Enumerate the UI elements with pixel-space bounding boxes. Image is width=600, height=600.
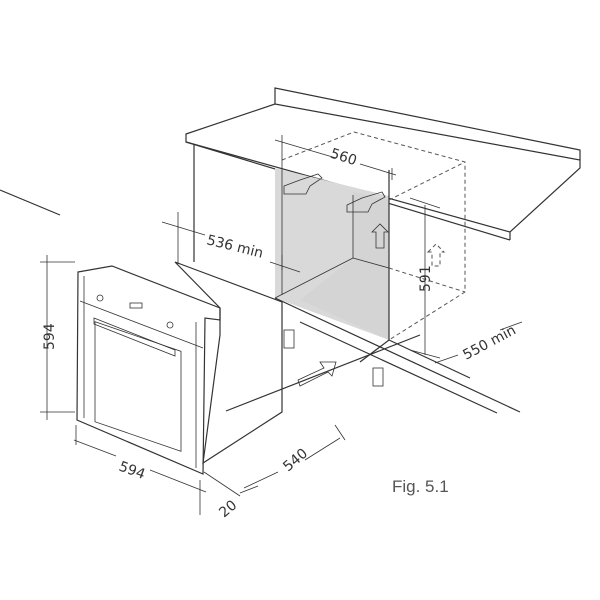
dim-536-min: 536 min bbox=[205, 232, 265, 261]
floor-line bbox=[0, 189, 61, 216]
dim-540: 540 bbox=[280, 446, 311, 475]
dim-560: 560 bbox=[328, 146, 358, 169]
figure-caption: Fig. 5.1 bbox=[392, 477, 449, 496]
floor-line bbox=[225, 334, 421, 412]
dim-594-width: 594 bbox=[117, 459, 148, 483]
cabinet-feet bbox=[283, 329, 384, 387]
dashed-clearance-box bbox=[281, 131, 466, 341]
floor-line bbox=[299, 321, 498, 414]
dim-591: 591 bbox=[418, 265, 434, 292]
niche bbox=[274, 168, 521, 413]
dim-20: 20 bbox=[216, 497, 240, 521]
dim-550-min: 550 min bbox=[460, 322, 518, 363]
dim-594-height: 594 bbox=[42, 323, 58, 350]
dimension-lines bbox=[40, 135, 523, 515]
oven bbox=[76, 261, 283, 475]
